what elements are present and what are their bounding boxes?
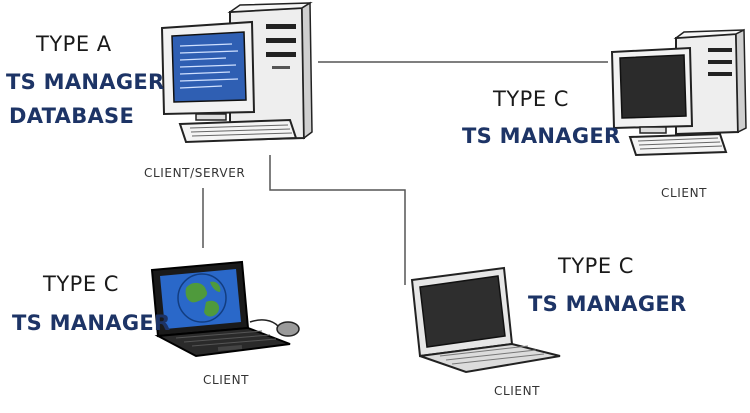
mouse-icon bbox=[249, 319, 300, 337]
server-role-label: CLIENT/SERVER bbox=[144, 166, 246, 180]
server-database-label: DATABASE bbox=[9, 104, 135, 128]
globe-icon bbox=[177, 273, 227, 323]
desktop-computer-icon bbox=[160, 1, 313, 144]
desktop-computer-icon bbox=[610, 28, 747, 157]
laptop-right-product-label: TS MANAGER bbox=[528, 292, 687, 316]
laptop-left-role-label: CLIENT bbox=[203, 373, 250, 387]
laptop-icon bbox=[150, 260, 300, 358]
desktop-client-type-label: TYPE C bbox=[493, 87, 569, 111]
connector-lines bbox=[202, 61, 608, 285]
server-product-label: TS MANAGER bbox=[6, 70, 165, 94]
desktop-client-product-label: TS MANAGER bbox=[462, 124, 621, 148]
laptop-right-role-label: CLIENT bbox=[494, 384, 541, 398]
laptop-right-type-label: TYPE C bbox=[558, 254, 634, 278]
laptop-left-type-label: TYPE C bbox=[43, 272, 119, 296]
server-type-label: TYPE A bbox=[36, 32, 112, 56]
desktop-client-role-label: CLIENT bbox=[661, 186, 708, 200]
laptop-icon bbox=[410, 266, 561, 374]
laptop-left-product-label: TS MANAGER bbox=[12, 311, 171, 335]
connector-server-laptop-right bbox=[269, 155, 406, 285]
